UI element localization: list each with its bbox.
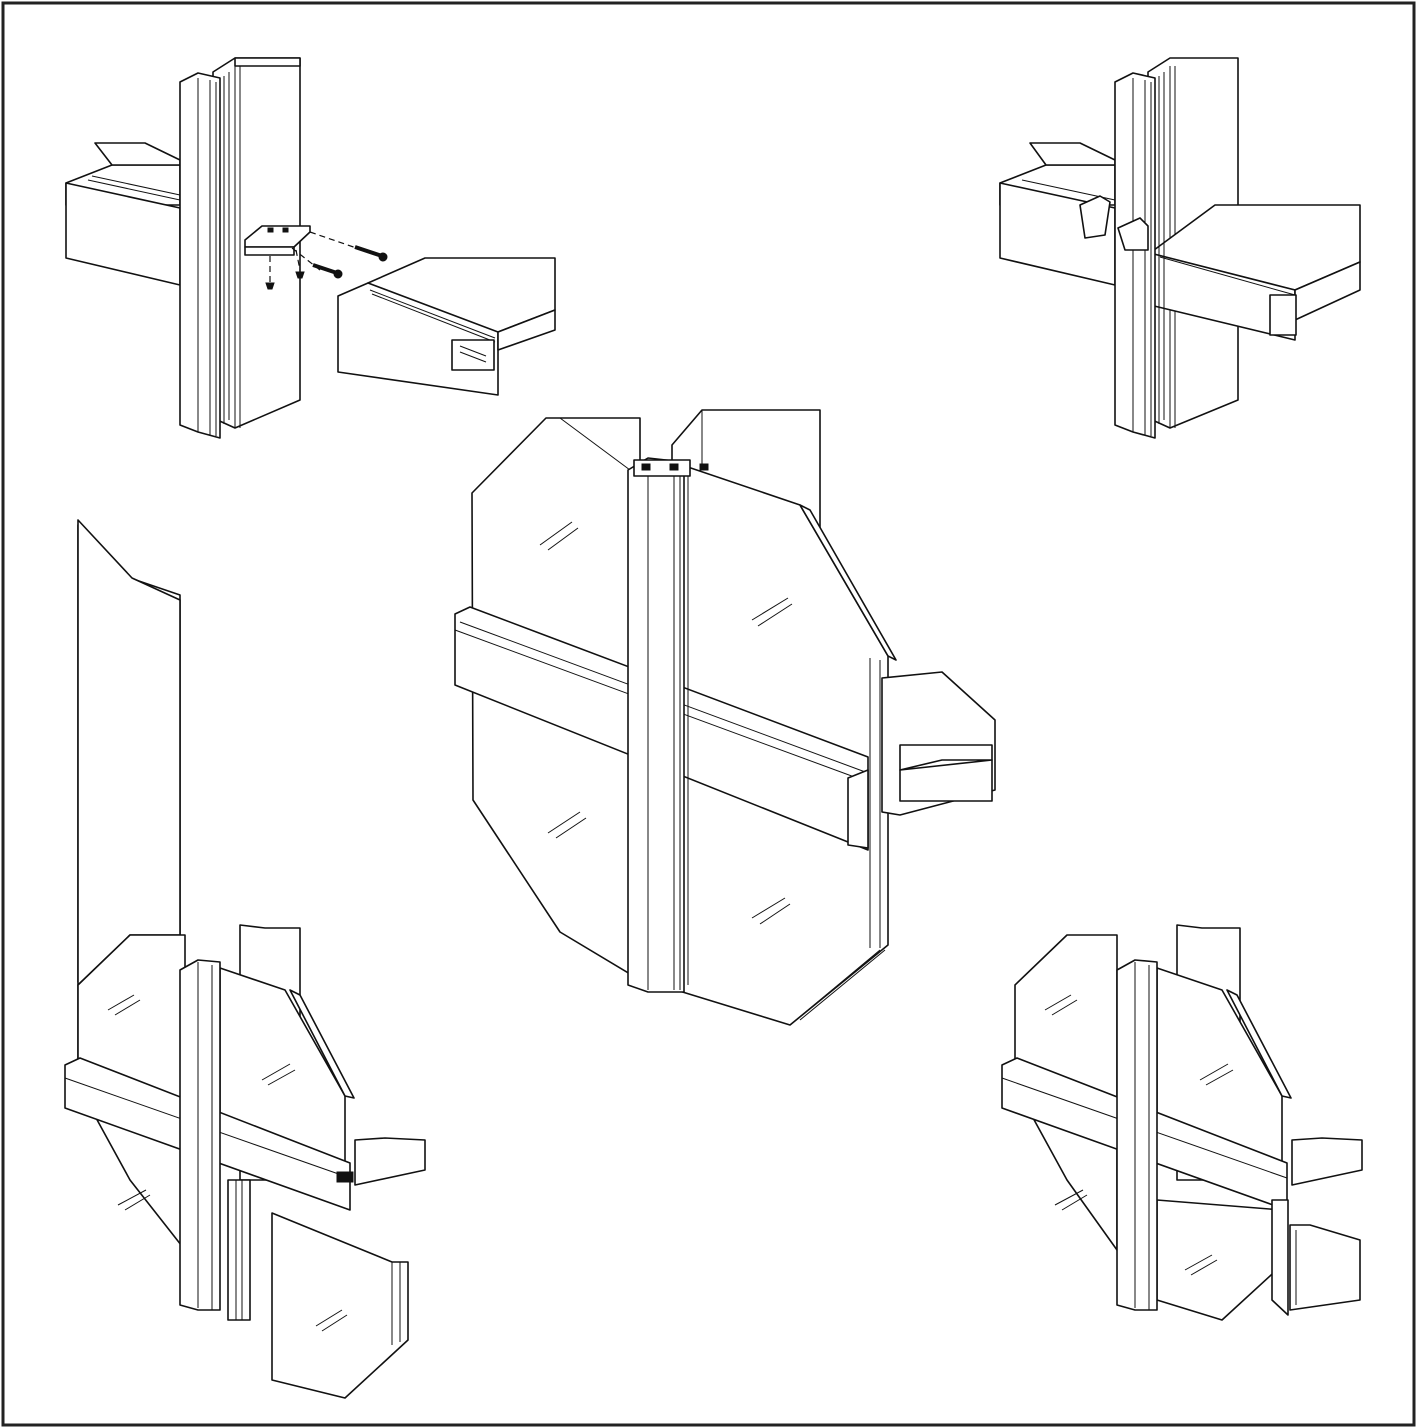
glass-reflection-marks: [539, 521, 793, 925]
panel-cover-plate: [1001, 924, 1363, 1321]
panel-full-assembly: [454, 409, 996, 1026]
transom-left-2: [999, 142, 1116, 286]
cover-plate-channel: [1289, 1224, 1361, 1311]
mullion-front-center: [627, 457, 689, 993]
transom-right-center: [881, 671, 996, 816]
glass-reflection-marks-4: [107, 994, 348, 1332]
panel-assembled-transom: [999, 57, 1361, 439]
mullion-top-details: [633, 459, 709, 477]
mullion-front-cap: [179, 72, 230, 439]
transom-right: [337, 257, 556, 396]
panel-glass-infill: [64, 519, 426, 1399]
screw-fasteners: [265, 245, 388, 290]
transom-right-2: [1149, 204, 1361, 341]
transom-left: [65, 142, 181, 286]
glass-reflection-marks-5: [1044, 994, 1234, 1276]
shear-block-clip: [244, 225, 311, 256]
glass-pane-infill: [271, 1212, 409, 1399]
panel-exploded-shear-block: [65, 57, 556, 439]
mullion-front-cap-2: [1114, 72, 1165, 439]
